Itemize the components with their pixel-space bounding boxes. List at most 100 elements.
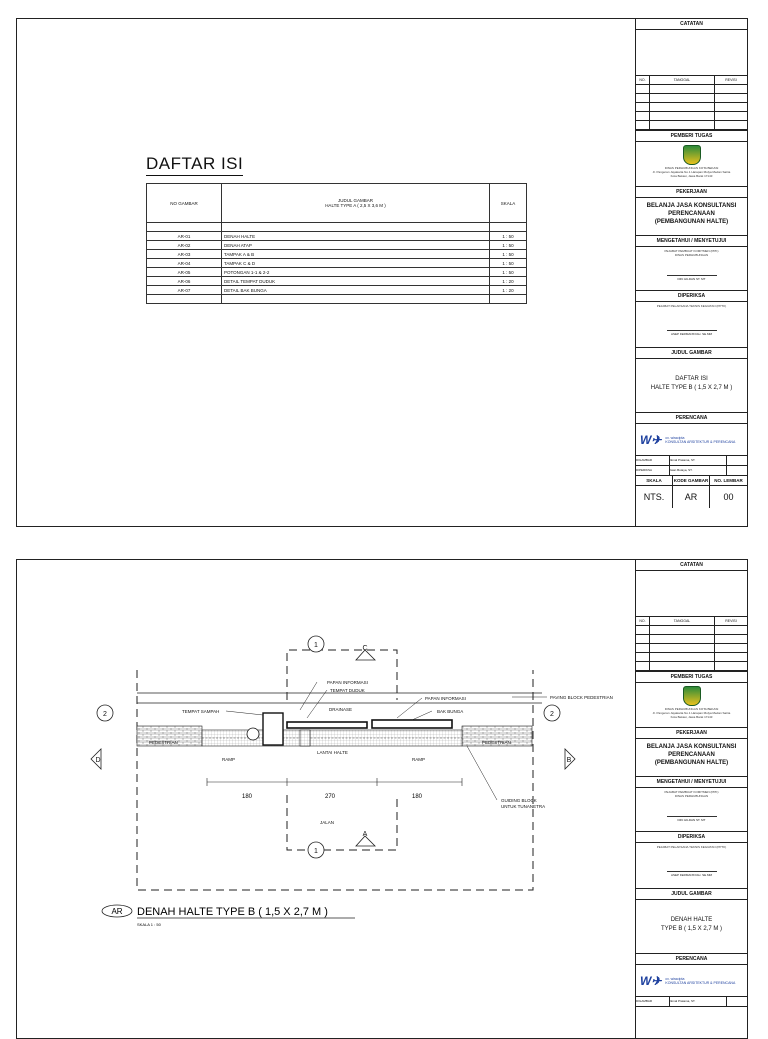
agency-line: Kota Bekasi, Jawa Barat 17143 [670,715,713,719]
sheet-daftar-isi: DAFTAR ISI NO GAMBAR JUDUL GAMBAR HALTE … [16,18,748,527]
diperiksa-header: DIPERIKSA [636,291,747,302]
label-guiding-2: UNTUK TUNANETRA [501,804,545,809]
marker-1-top-label: 1 [314,642,318,649]
rev-tanggal: TANGGAL [650,76,715,85]
dashed-outline [136,649,534,891]
project-line: PERENCANAAN [668,752,715,758]
pptk-name: ASEP FERMANSYAH. SE.MM [666,330,717,336]
judul-line: HALTE TYPE B ( 1,5 X 2,7 M ) [650,385,733,391]
pekerjaan-header: PEKERJAAN [636,187,747,198]
label-papan-informasi-2: PAPAN INFORMASI [425,696,466,701]
caption-bubble [101,904,133,918]
company-sub: KONSULTAN ARSITEKTUR & PERENCANA [665,439,736,444]
index-table: NO GAMBAR JUDUL GAMBAR HALTE TYPE A ( 2,… [146,183,527,304]
ppk-line: DINAS PERHUBUNGAN [674,253,709,257]
project-line: (PEMBANGUNAN HALTE) [654,219,729,225]
diperiksa-label: DIPERIKSA [636,466,670,475]
pptk-line: PEJABAT PELAKSANA TEKNIS KEGIATAN (PPTK) [656,304,727,308]
dim-3: 180 [412,794,423,800]
catatan-header: CATATAN [636,19,747,30]
row-judul: TAMPAK C & D [221,258,490,268]
col-judul-label: JUDUL GAMBAR [337,198,374,203]
marker-1-bottom-label: 1 [314,848,318,855]
bin-circle [246,727,260,741]
lembar-label: NO. LEMBAR [714,478,743,483]
row-no: AR-01 [146,231,222,241]
skala-label: SKALA [636,476,673,486]
marker-d-label: D [95,757,100,764]
judul-gambar-header: JUDUL GAMBAR [636,348,747,359]
project-line: BELANJA JASA KONSULTANSI [646,744,737,750]
row-judul: POTONGAN 1-1 & 2-2 [221,267,490,277]
floor-plan-drawing: 180 270 180 PAPAN INFORMASI TEMPAT DUDUK… [90,635,613,927]
kode-value: AR [673,486,710,508]
perencana-header: PERENCANA [636,413,747,424]
diperiksa-header: DIPERIKSA [636,832,747,843]
sheet-info-headers: SKALA KODE GAMBAR NO. LEMBAR [636,476,747,486]
marker-2-left [96,704,114,722]
label-ramp-right: RAMP [412,757,425,762]
catatan-area [636,571,747,617]
column-left [299,729,311,747]
project-box: BELANJA JASA KONSULTANSI PERENCANAAN (PE… [636,198,747,236]
pptk-name: ASEP FERMANSYAH. SE.MM [666,871,717,877]
row-judul: DETAIL BAK BUNGA [221,285,490,295]
label-papan-informasi: PAPAN INFORMASI [327,680,368,685]
row-skala: 1 : 20 [489,285,527,295]
agency-line: Kota Bekasi, Jawa Barat 17143 [670,174,713,178]
marker-1-top [307,635,325,653]
marker-b-label: B [567,757,572,764]
pemberi-tugas-header: PEMBERI TUGAS [636,672,747,683]
row-skala: 1 : 50 [489,231,527,241]
row-skala: 1 : 50 [489,249,527,259]
rev-tanggal: TANGGAL [650,617,715,626]
judul-line: DENAH HALTE [670,917,713,923]
label-bak-bunga: BAK BUNGA [437,709,463,714]
mengetahui-header: MENGETAHUI / MENYETUJUI [636,777,747,788]
pemberi-tugas-box: DINAS PERHUBUNGAN KOTA BEKASI Jl. Panger… [636,686,747,728]
label-pedestrian-right: PEDESTRIAN [482,740,511,745]
judul-gambar-header: JUDUL GAMBAR [636,889,747,900]
sheet-denah-halte: 180 270 180 PAPAN INFORMASI TEMPAT DUDUK… [16,559,748,1039]
row-judul: DENAH HALTE [221,231,490,241]
label-tempat-sampah: TEMPAT SAMPAH [182,709,219,714]
label-paving: PAVING BLOCK PEDESTRIAN [550,695,613,700]
project-line: (PEMBANGUNAN HALTE) [654,760,729,766]
caption-prefix: AR [111,907,122,916]
pptk-box: PEJABAT PELAKSANA TEKNIS KEGIATAN (PPTK)… [636,302,747,348]
bak-bunga-shape [371,719,453,729]
rev-no: NO. [636,76,650,85]
page-title: DAFTAR ISI [146,154,244,176]
mengetahui-header: MENGETAHUI / MENYETUJUI [636,236,747,247]
label-guiding: GUIDING BLOCK [501,798,537,803]
row-judul: DENAH ATAP [221,240,490,250]
drawing-scale: SKALA 1 : 50 [137,922,162,927]
rev-revisi: REVISI [715,76,747,85]
ppk-line: DINAS PERHUBUNGAN [674,794,709,798]
pptk-line: PEJABAT PELAKSANA TEKNIS KEGIATAN (PPTK) [656,845,727,849]
agency-line: DINAS PERHUBUNGAN KOTA BEKASI [664,707,719,711]
row-skala: 1 : 50 [489,267,527,277]
digambar-label: DIGAMBAR [636,456,670,465]
drawing-title: DENAH HALTE TYPE B ( 1,5 X 2,7 M ) [137,906,328,918]
skala-value: NTS. [636,486,673,508]
sheet-info-values: NTS. AR 00 [636,486,747,508]
project-box: BELANJA JASA KONSULTANSI PERENCANAAN (PE… [636,739,747,777]
marker-a-label: A [363,831,368,838]
company-logo-icon: W✈ [640,973,662,988]
company-name: cv. wiracipta [665,435,685,440]
col-skala: SKALA [489,183,527,223]
digambar-name: Ikmal Pratama, ST. [670,456,727,465]
ppk-line: PEJABAT PEMBUAT KOMITMEN (PPK) [664,790,719,794]
company-logo-icon: W✈ [640,432,662,447]
marker-2-right [543,704,561,722]
